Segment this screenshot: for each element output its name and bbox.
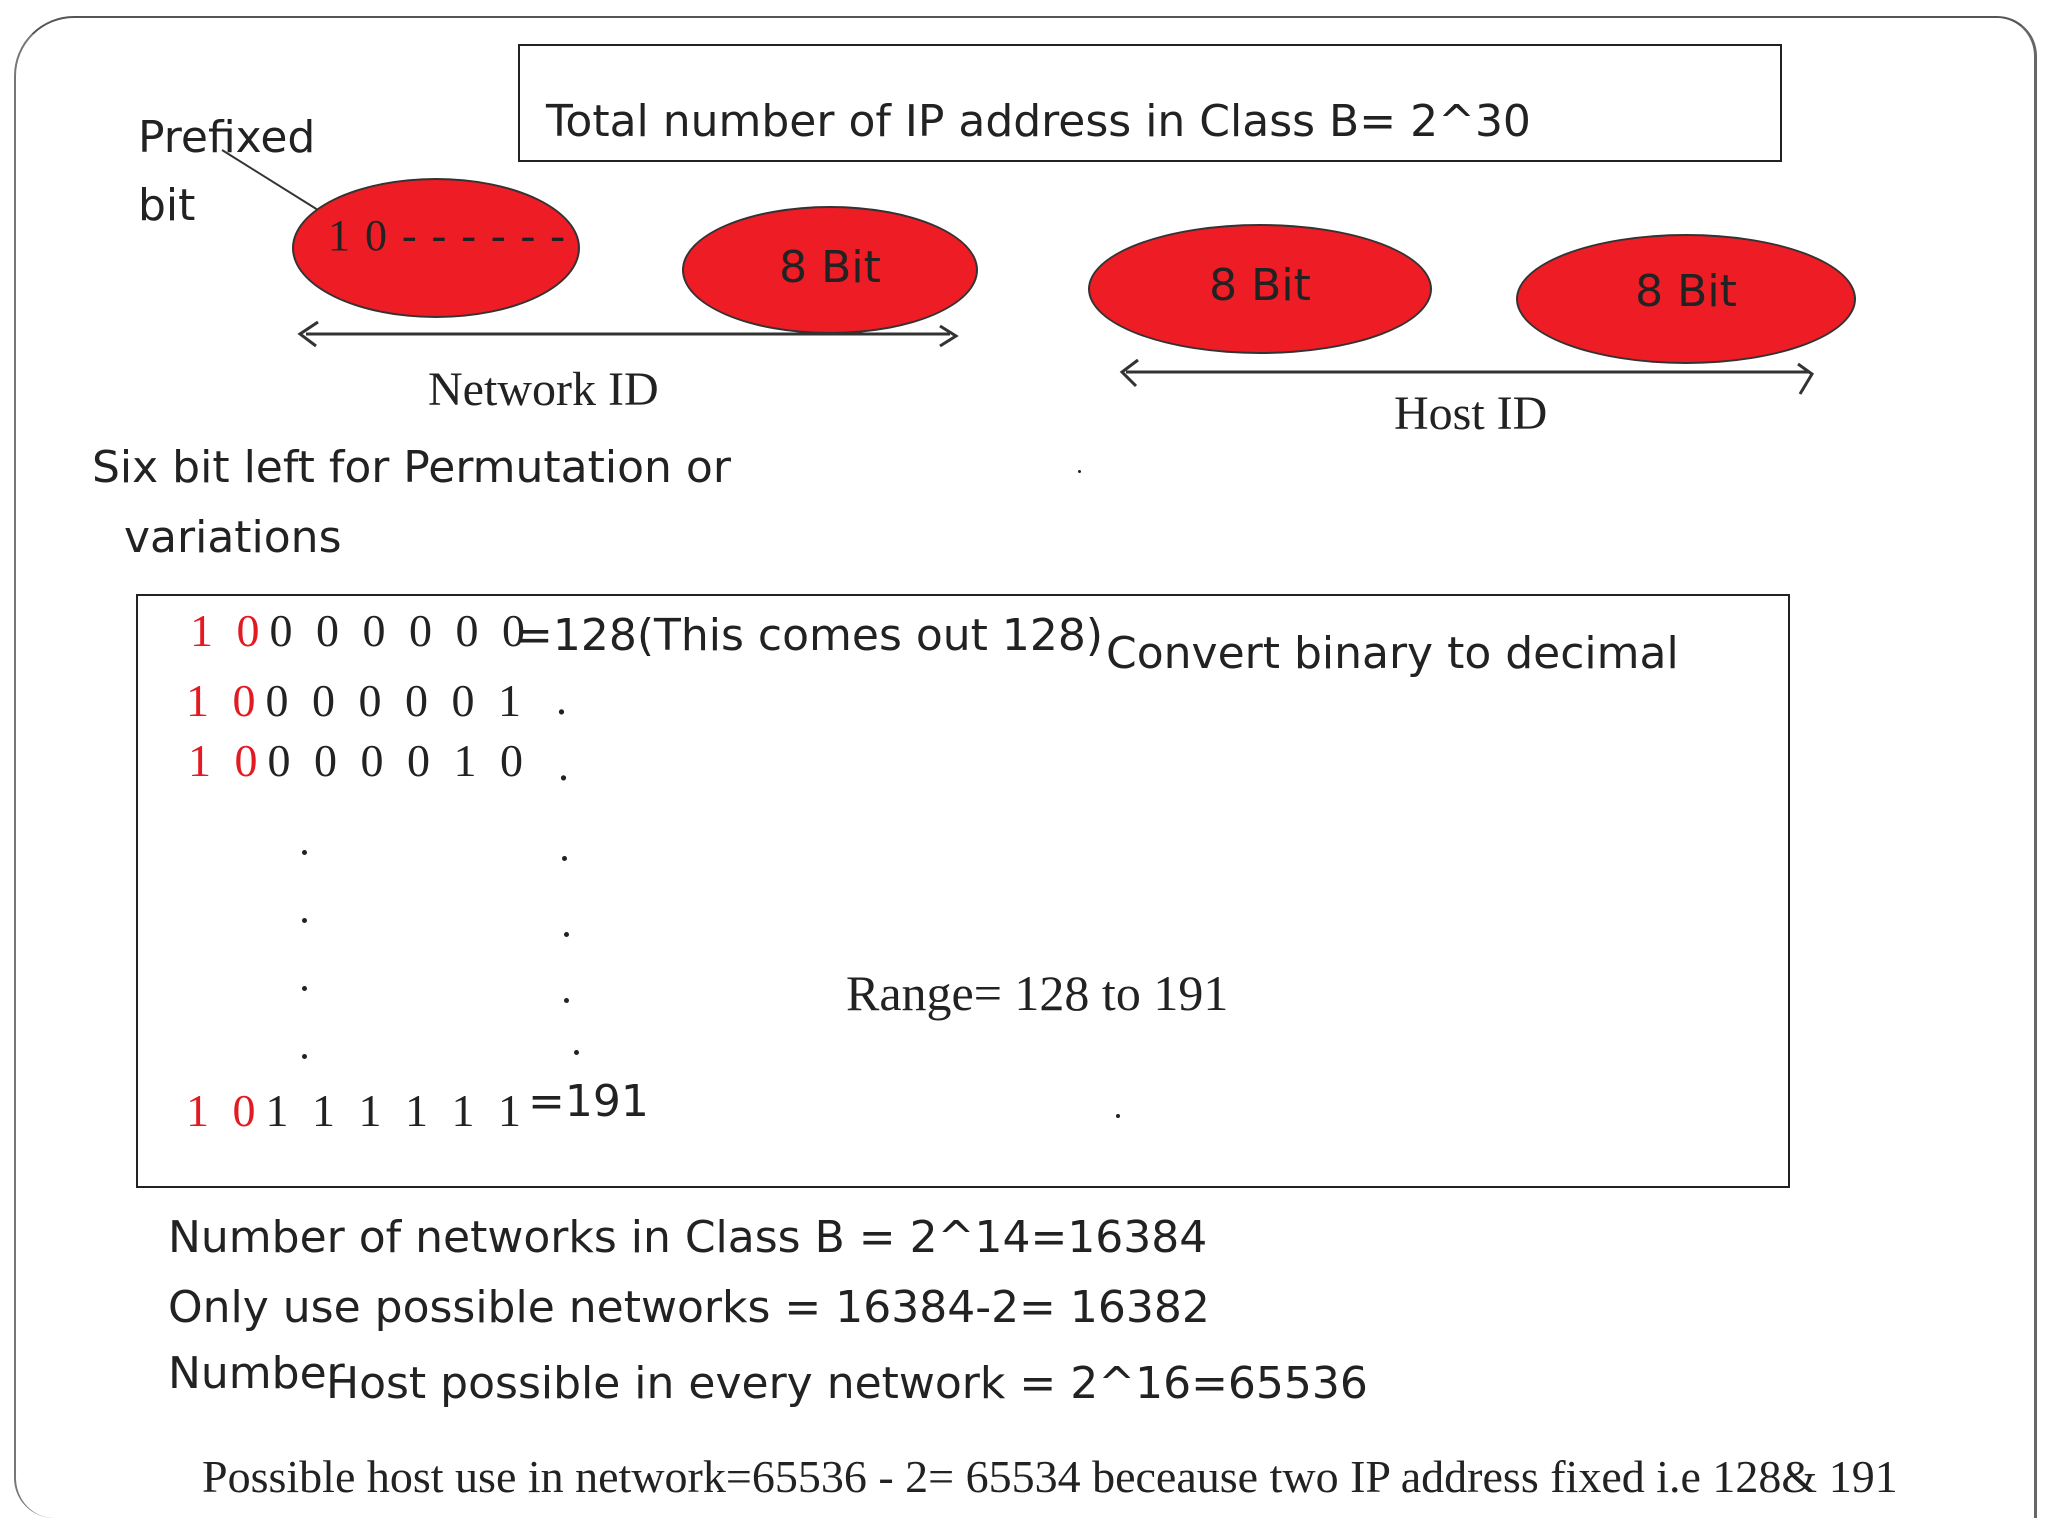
binary-row-1: 1 00 0 0 0 0 0 (190, 604, 531, 657)
octet-1-label: 1 0 - - - - - - (328, 211, 567, 260)
variable-bits: 1 1 1 1 1 1 (265, 1085, 527, 1136)
variable-bits: 0 0 0 0 0 0 (269, 605, 531, 656)
prefix-bits: 1 0 (186, 675, 262, 726)
binary-row-4-value: =191 (528, 1076, 649, 1127)
variable-bits: 0 0 0 0 0 1 (265, 675, 527, 726)
octet-4-label: 8 Bit (1635, 266, 1737, 317)
octet-2-label: 8 Bit (779, 242, 881, 293)
convert-note: Convert binary to decimal (1106, 628, 1679, 679)
title-box (518, 44, 1782, 162)
host-id-label: Host ID (1394, 387, 1548, 440)
prefixed-label-line1: Prefixed (138, 112, 316, 163)
binary-row-3: 1 00 0 0 0 1 0 (188, 734, 529, 787)
ellipsis-dot (302, 918, 307, 923)
octet-4-ellipse: 8 Bit (1516, 234, 1856, 364)
network-id-label: Network ID (428, 363, 659, 416)
ellipsis-dot (302, 1054, 307, 1059)
octet-3-label: 8 Bit (1209, 260, 1311, 311)
summary-number-word: Number (168, 1348, 345, 1399)
prefixed-label-line2: bit (138, 180, 196, 231)
ellipsis-dot (302, 850, 307, 855)
ellipsis-dot (564, 932, 569, 937)
ellipsis-dot (562, 856, 567, 861)
summary-usable-hosts: Possible host use in network=65536 - 2= … (202, 1451, 1898, 1502)
binary-row-1-value: =128(This comes out 128) (516, 610, 1104, 661)
octet-1-ellipse: 1 0 - - - - - - (292, 178, 580, 318)
ellipsis-dot (574, 1050, 579, 1055)
prefix-bits: 1 0 (186, 1085, 262, 1136)
range-text: Range= 128 to 191 (846, 965, 1229, 1021)
summary-networks: Number of networks in Class B = 2^14=163… (168, 1212, 1208, 1263)
prefix-bits: 1 0 (188, 735, 264, 786)
ellipsis-dot (564, 998, 569, 1003)
binary-table-box (136, 594, 1790, 1188)
binary-row-3-value: . (558, 741, 569, 790)
stray-dot (1078, 470, 1081, 473)
binary-row-2: 1 00 0 0 0 0 1 (186, 674, 527, 727)
octet-2-ellipse: 8 Bit (682, 206, 978, 334)
summary-hosts: Host possible in every network = 2^16=65… (326, 1358, 1368, 1409)
slide-frame (14, 16, 2037, 1518)
six-bit-note-line1: Six bit left for Permutation or (92, 442, 731, 493)
ellipsis-dot (302, 986, 307, 991)
title-text: Total number of IP address in Class B= 2… (546, 96, 1531, 147)
stray-dot (1116, 1114, 1120, 1118)
prefix-bits: 1 0 (190, 605, 266, 656)
binary-row-2-value: . (556, 675, 567, 724)
binary-row-4: 1 01 1 1 1 1 1 (186, 1084, 527, 1137)
octet-3-ellipse: 8 Bit (1088, 224, 1432, 354)
summary-usable-networks: Only use possible networks = 16384-2= 16… (168, 1282, 1210, 1333)
six-bit-note-line2: variations (124, 512, 342, 563)
variable-bits: 0 0 0 0 1 0 (267, 735, 529, 786)
